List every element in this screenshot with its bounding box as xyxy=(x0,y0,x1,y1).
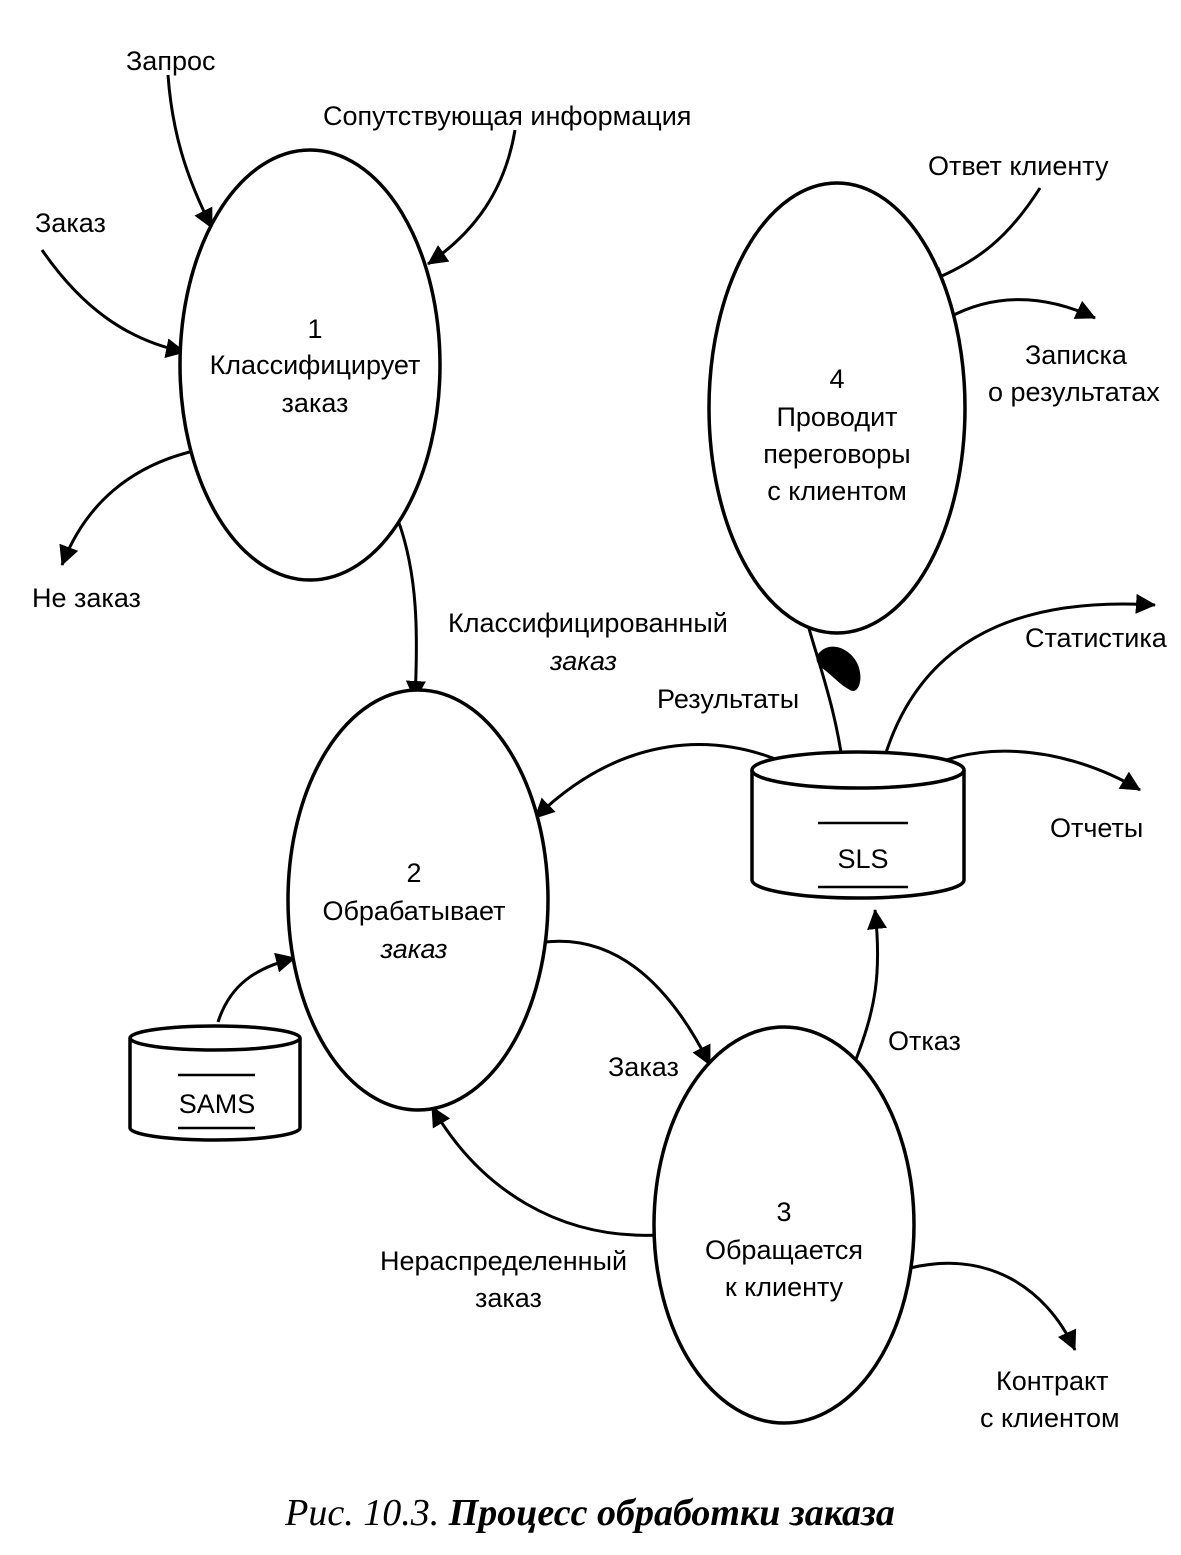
flow-klass-zakaz-label-line-1: Классифицированный xyxy=(448,608,728,638)
process-1-label-line-1: Классифицирует xyxy=(210,350,421,380)
flow-otvet-label: Ответ клиенту xyxy=(928,151,1109,181)
process-2-label-line-1: Обрабатывает xyxy=(322,896,505,926)
flow-neraspr-edge xyxy=(430,1106,661,1237)
flow-sams-edge xyxy=(216,952,296,1023)
process-3-number: 3 xyxy=(776,1197,791,1227)
flow-otvet-edge xyxy=(924,187,1042,286)
flow-zapiska-label-line-1: Записка xyxy=(1025,340,1128,370)
flow-ne-zakaz-edge xyxy=(59,448,199,566)
process-3-label-line-1: Обращается xyxy=(705,1235,863,1265)
process-3-ellipse xyxy=(652,1025,916,1425)
flow-statistika-edge xyxy=(876,593,1156,783)
flow-zapiska-label-line-2: о результатах xyxy=(988,377,1160,407)
flow-neraspr-label-line-2: заказ xyxy=(475,1283,542,1313)
store-sams-label: SAMS xyxy=(179,1089,256,1119)
flow-zapros-edge xyxy=(166,74,214,229)
process-2-ellipse xyxy=(286,688,550,1112)
process-4-label-line-1: Проводит xyxy=(776,402,897,432)
process-4-label-line-2: переговоры xyxy=(763,439,910,469)
process-1-ellipse xyxy=(178,148,442,582)
flow-otkaz-label: Отказ xyxy=(888,1026,961,1056)
process-4-number: 4 xyxy=(829,364,844,394)
flow-zakaz-23-edge xyxy=(544,939,712,1066)
flow-soput-label: Сопутствующая информация xyxy=(323,101,691,131)
process-2-label-line-2: заказ xyxy=(380,934,448,964)
flow-ne-zakaz-label: Не заказ xyxy=(32,583,141,613)
flow-zakaz-in-label: Заказ xyxy=(35,208,106,238)
ink-blot xyxy=(816,646,861,691)
process-2-number: 2 xyxy=(406,858,421,888)
flow-statistika-label: Статистика xyxy=(1025,623,1168,653)
process-4-ellipse xyxy=(707,181,967,635)
flow-klass-zakaz-edge xyxy=(396,519,426,701)
process-1-label-line-2: заказ xyxy=(282,388,349,418)
store-sams xyxy=(128,1024,302,1142)
flow-soput-edge xyxy=(427,129,517,266)
figure-caption-title: Процесс обработки заказа xyxy=(448,1492,895,1534)
flow-rezultaty-label: Результаты xyxy=(657,684,799,714)
store-sls-label: SLS xyxy=(837,844,888,874)
flow-zapros-label: Запрос xyxy=(126,46,215,76)
flow-klass-zakaz-label-line-2: заказ xyxy=(549,646,617,676)
flow-zapiska-edge xyxy=(947,298,1096,320)
store-sls xyxy=(750,750,966,900)
figure-caption: Рис. 10.3. Процесс обработки заказа xyxy=(284,1492,895,1534)
flow-zakaz-23-label: Заказ xyxy=(608,1052,679,1082)
flow-kontrakt-edge xyxy=(909,1261,1077,1351)
flow-otkaz-edge xyxy=(853,909,887,1063)
flow-zakaz-in-edge xyxy=(40,249,186,359)
process-1-number: 1 xyxy=(307,314,322,344)
flow-kontrakt-label-line-2: с клиентом xyxy=(980,1403,1120,1433)
figure-caption-prefix: Рис. 10.3. xyxy=(284,1492,439,1534)
flow-kontrakt-label-line-1: Контракт xyxy=(996,1366,1109,1396)
flow-otchety-label: Отчеты xyxy=(1050,813,1143,843)
process-4-label-line-3: с клиентом xyxy=(767,476,907,506)
flow-neraspr-label-line-1: Нераспределенный xyxy=(380,1246,627,1276)
process-3-label-line-2: к клиенту xyxy=(725,1272,844,1302)
